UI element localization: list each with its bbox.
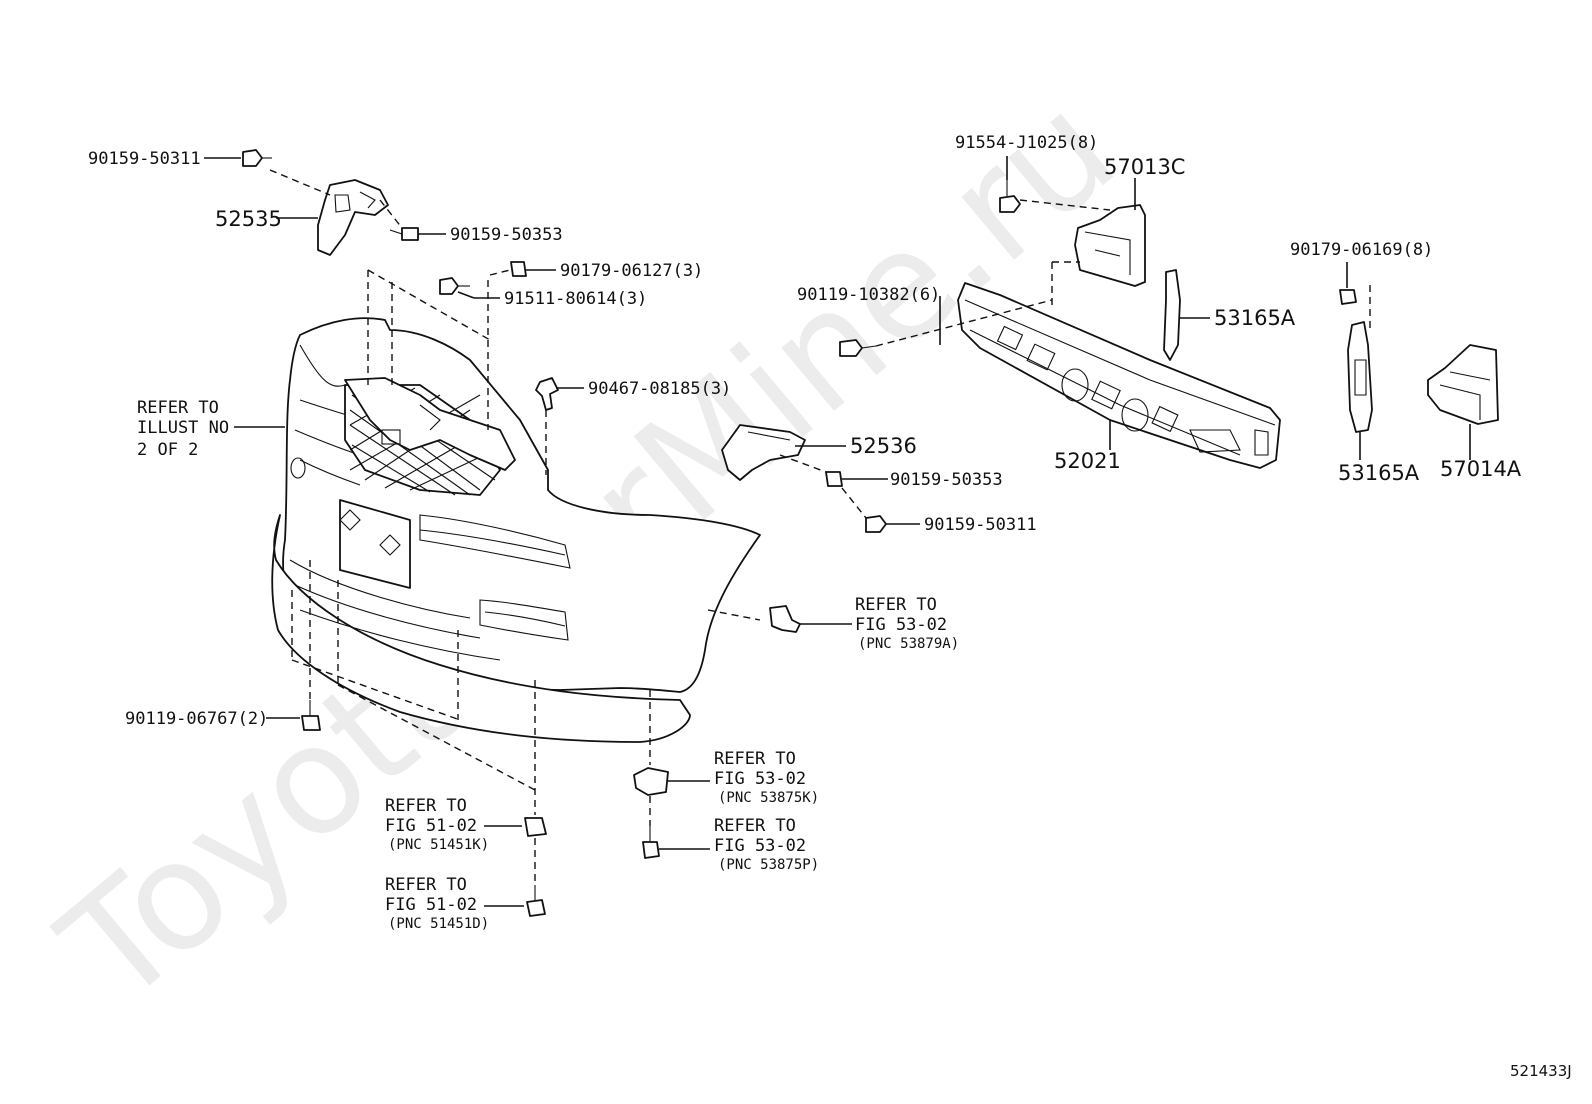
bumper-reinforcement-52021 (957, 282, 1281, 469)
label-ref-53879a-line1: REFER TO (855, 595, 937, 615)
label-ref-51451k-line3: (PNC 51451K) (388, 837, 489, 853)
extension-53165a-bottom (1347, 321, 1373, 433)
label-52536: 52536 (850, 434, 917, 458)
screw-90159-50353-icon (389, 227, 419, 241)
leader-lines-right (875, 156, 1471, 460)
bracket-57013c (1074, 204, 1146, 287)
leader-lines-bottom (484, 623, 852, 907)
fastener-51451d-icon (526, 885, 546, 917)
label-ref-53875k-line1: REFER TO (714, 749, 796, 769)
label-90119-10382: 90119-10382(6) (797, 285, 940, 305)
label-53165a-bottom: 53165A (1338, 461, 1420, 485)
label-ref-51451k-line1: REFER TO (385, 796, 467, 816)
label-90159-50353-mid: 90159-50353 (890, 470, 1003, 490)
bolt-90159-50311-icon (242, 149, 272, 167)
label-90119-06767: 90119-06767(2) (125, 709, 268, 729)
label-90179-06127: 90179-06127(3) (560, 261, 703, 281)
clip-90467-08185-icon (535, 377, 559, 411)
label-ref-53875p-line2: FIG 53-02 (714, 836, 806, 856)
bracket-52536 (721, 424, 806, 481)
label-53165a-top: 53165A (1214, 306, 1296, 330)
label-ref-51451k-line2: FIG 51-02 (385, 816, 477, 836)
leader-lines-left (204, 157, 761, 815)
extension-53165a-top (1163, 269, 1181, 361)
label-ref-53875k-line3: (PNC 53875K) (718, 790, 819, 806)
diagram-code: 521433J (1510, 1062, 1572, 1080)
label-57014a: 57014A (1440, 457, 1522, 481)
label-90467-08185: 90467-08185(3) (588, 379, 731, 399)
label-91554-j1025: 91554-J1025(8) (955, 133, 1098, 153)
label-57013c: 57013C (1104, 155, 1185, 179)
label-refer-illust-line2: ILLUST NO (137, 418, 229, 438)
bracket-57014a (1427, 344, 1499, 425)
bolt-91511-80614-icon (439, 277, 470, 295)
bolt-90119-10382-icon (839, 339, 877, 357)
label-90179-06169: 90179-06169(8) (1290, 240, 1433, 260)
fastener-51451k-icon (524, 817, 547, 837)
clip-53879a-icon (769, 605, 801, 633)
label-ref-53875k-line2: FIG 53-02 (714, 769, 806, 789)
bolt-90119-06767-icon (301, 700, 321, 731)
label-ref-53879a-line3: (PNC 53879A) (858, 636, 959, 652)
label-91511-80614: 91511-80614(3) (504, 289, 647, 309)
label-ref-51451d-line2: FIG 51-02 (385, 895, 477, 915)
screw-90159-50353-mid-icon (825, 471, 843, 487)
clip-53875k-icon (633, 767, 669, 796)
nut-90179-06169-icon (1339, 289, 1357, 305)
label-ref-53879a-line2: FIG 53-02 (855, 615, 947, 635)
label-90159-50353-top: 90159-50353 (450, 225, 563, 245)
screw-53875p-icon (642, 826, 660, 859)
label-ref-51451d-line3: (PNC 51451D) (388, 916, 489, 932)
leader-lines-mid (779, 445, 920, 525)
label-52535: 52535 (215, 207, 282, 231)
label-ref-53875p-line1: REFER TO (714, 816, 796, 836)
bumper-retainer (344, 377, 516, 471)
label-refer-illust-line1: REFER TO (137, 398, 219, 418)
part-labels: 90159-50311 52535 90159-50353 90179-0612… (88, 133, 1572, 1080)
label-90159-50311-top: 90159-50311 (88, 149, 201, 169)
clip-90179-06127-icon (510, 261, 527, 277)
bracket-52535 (317, 179, 389, 256)
label-refer-illust-line3: 2 OF 2 (137, 440, 198, 460)
bolt-91554-j1025-icon (999, 180, 1021, 213)
label-90159-50311-mid: 90159-50311 (924, 515, 1037, 535)
label-52021: 52021 (1054, 449, 1121, 473)
label-ref-53875p-line3: (PNC 53875P) (718, 857, 819, 873)
label-ref-51451d-line1: REFER TO (385, 875, 467, 895)
bolt-90159-50311-mid-icon (865, 515, 887, 533)
